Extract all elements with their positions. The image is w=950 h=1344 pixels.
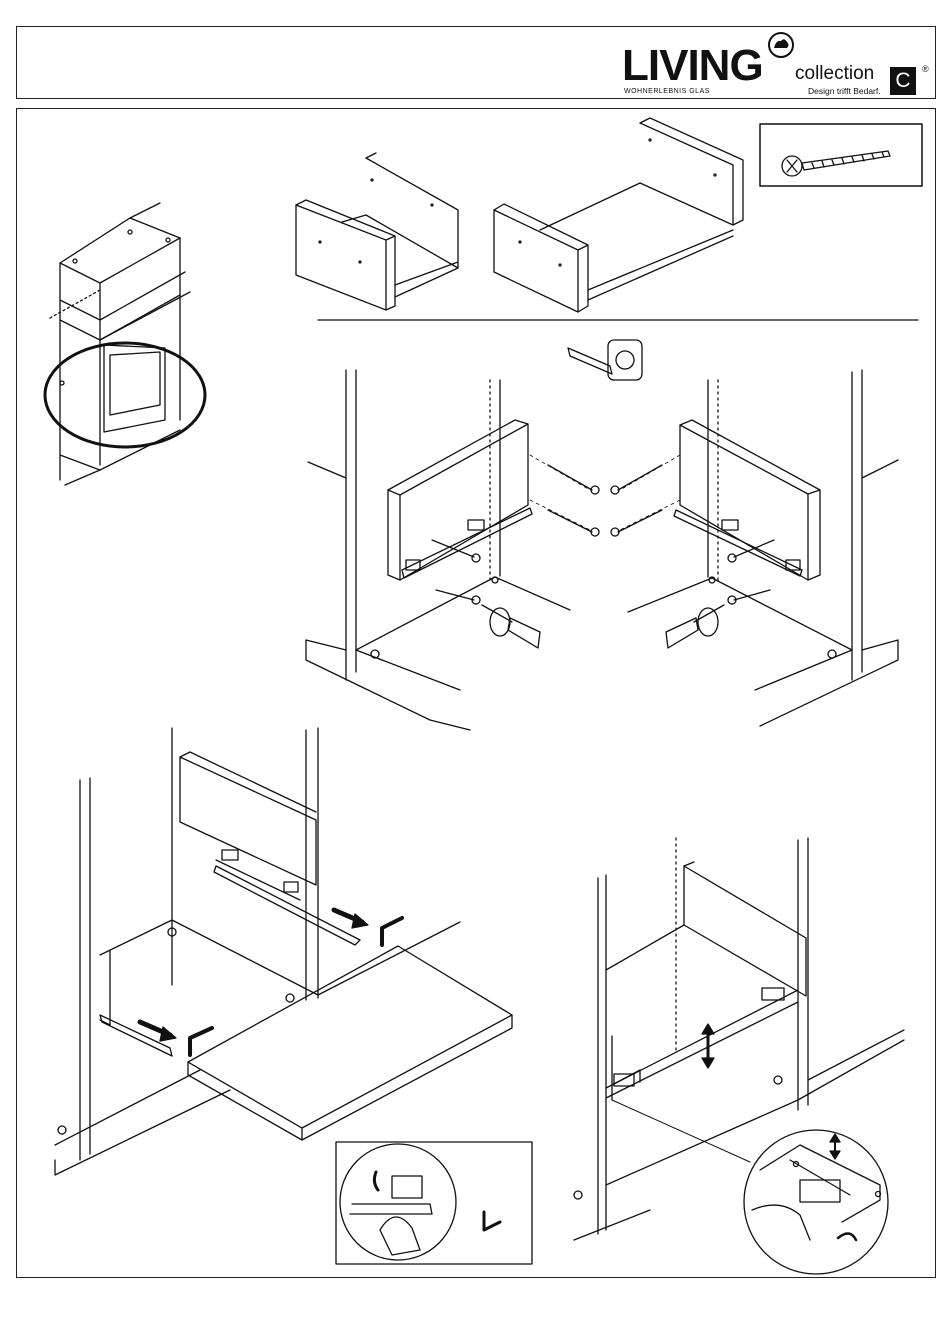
screw-icon (802, 151, 890, 170)
drawer-adjust-figure (574, 838, 904, 1274)
drawer-box-large (494, 118, 743, 312)
adjust-arrow-icon (702, 1024, 714, 1068)
rotation-arrow-icon (490, 608, 510, 636)
screwdriver-icon (482, 605, 540, 648)
tape-measure-icon (568, 340, 642, 380)
rotation-arrow-icon (698, 608, 718, 636)
drawer-box-small (296, 153, 458, 310)
screw-detail-box (760, 124, 922, 186)
push-arrow-icon (140, 910, 368, 1041)
wardrobe-overview-figure (45, 203, 205, 485)
screwdriver-icon (666, 605, 724, 648)
drawer-insert-figure (55, 728, 532, 1264)
corner-stop-icon (190, 918, 402, 1055)
rotation-arrow-icon (838, 1233, 856, 1240)
corner-stop-icon (484, 1212, 500, 1230)
rotation-arrow-icon (374, 1172, 378, 1190)
rail-mounting-figure (306, 340, 898, 730)
